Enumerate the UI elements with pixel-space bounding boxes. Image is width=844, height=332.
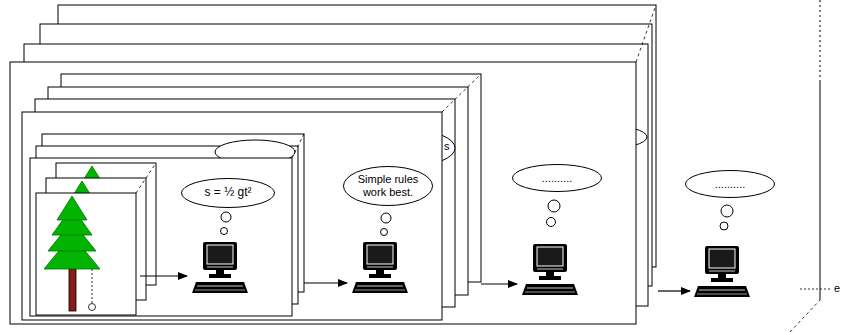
- frame-stack: [10, 5, 656, 324]
- front-frame: [22, 112, 442, 320]
- computer-symbol: [522, 244, 578, 295]
- thought-bubble: Simple rules work best.: [343, 166, 433, 206]
- thought-dot: [381, 213, 391, 223]
- leader-line: [800, 289, 832, 290]
- bubble-text: Simple rules work best.: [355, 173, 421, 198]
- depth-line: [442, 74, 481, 112]
- bubble-text-group: ..........: [715, 178, 746, 191]
- thought-bubble: s = ½ gt²: [181, 178, 275, 208]
- thought-bubble: ..........: [512, 164, 602, 192]
- frame-stack: [22, 74, 481, 320]
- bubble-text-group: s = ½ gt²: [204, 186, 251, 200]
- tree-card: [36, 193, 136, 315]
- thought-dot: [548, 200, 560, 212]
- thought-dot: [721, 205, 733, 217]
- depth-line: [136, 163, 156, 193]
- partial-label: s: [444, 141, 450, 152]
- flow-arrow: [481, 283, 517, 284]
- partial-label: e: [834, 283, 840, 294]
- bubble-ellipse: [182, 179, 275, 208]
- depth-line: [292, 134, 304, 158]
- computer-symbol: [192, 242, 248, 293]
- computer-symbol: [352, 242, 408, 293]
- front-frame: [10, 62, 636, 324]
- thought-trail: [221, 200, 734, 236]
- outer-frame-edge: [790, 0, 832, 332]
- bubble-text: ..........: [542, 172, 573, 185]
- thought-dot: [221, 228, 228, 235]
- depth-line: [636, 5, 656, 62]
- bubble-ellipse: [513, 165, 602, 192]
- bubble-text: s = ½ gt²: [204, 186, 251, 200]
- thought-dot: [381, 229, 388, 236]
- bubble-ellipse: [686, 171, 775, 198]
- frame-edge: [820, 0, 821, 80]
- thought-dot: [221, 212, 231, 222]
- tree-card-stack: [36, 163, 156, 315]
- thought-bubble: ..........: [685, 170, 775, 198]
- flow-arrow: [304, 282, 347, 283]
- flow-arrow: [140, 275, 187, 276]
- bubble-ellipse: [344, 167, 433, 206]
- computer-symbol: [694, 246, 750, 297]
- bubble-text: ..........: [715, 178, 746, 191]
- bubble-text-group: ..........: [542, 172, 573, 185]
- depth-line: [790, 300, 820, 332]
- frame-stack: [30, 134, 304, 316]
- bubble-text-group: Simple rules work best.: [355, 173, 421, 198]
- flow-arrow: [658, 290, 690, 291]
- frame-edge: [820, 80, 821, 300]
- thought-dot: [547, 218, 556, 227]
- flow-arrows: [140, 276, 690, 291]
- thought-dot: [720, 222, 728, 230]
- front-frame: [30, 158, 292, 316]
